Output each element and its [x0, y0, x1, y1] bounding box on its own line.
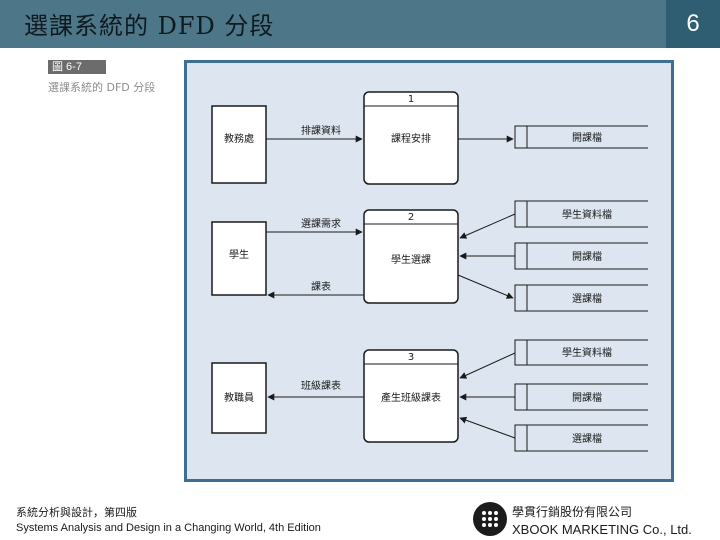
- process-2: 2 學生選課: [363, 209, 459, 304]
- svg-text:學生: 學生: [229, 248, 249, 261]
- svg-text:開課檔: 開課檔: [572, 131, 602, 144]
- process-name: 課程安排: [391, 132, 431, 145]
- header-bar: 選課系統的 DFD 分段 6: [0, 0, 720, 48]
- data-flow-timetable: 課表: [267, 280, 364, 299]
- process-name: 產生班級課表: [381, 391, 441, 404]
- svg-text:選課需求: 選課需求: [301, 217, 341, 230]
- data-flow-class-timetable: 班級課表: [267, 379, 364, 401]
- figure-caption: 選課系統的 DFD 分段: [48, 81, 156, 94]
- external-entity-faculty: 教職員: [211, 362, 267, 434]
- svg-text:選課檔: 選課檔: [572, 432, 602, 445]
- external-entity-student: 學生: [211, 221, 267, 296]
- data-store-enrollment: 選課檔: [514, 284, 648, 312]
- figure-label: 圖 6-7: [48, 60, 106, 74]
- data-flow-scheduling-data: 排課資料: [266, 124, 363, 143]
- footer-book-info: 系統分析與設計，第四版 Systems Analysis and Design …: [16, 504, 376, 534]
- company-name-cn: 學貫行銷股份有限公司: [512, 505, 633, 519]
- data-store-student-records: 學生資料檔: [514, 339, 648, 366]
- svg-text:教務處: 教務處: [224, 132, 254, 145]
- slide-title: 選課系統的 DFD 分段: [24, 12, 275, 40]
- data-flow-store-to-3: [459, 352, 516, 379]
- svg-text:開課檔: 開課檔: [572, 391, 602, 404]
- book-title-cn: 系統分析與設計，第四版: [16, 506, 137, 519]
- footer-publisher: 學貫行銷股份有限公司 XBOOK MARKETING Co., Ltd.: [512, 503, 716, 537]
- svg-text:開課檔: 開課檔: [572, 250, 602, 263]
- process-3: 3 產生班級課表: [363, 349, 459, 443]
- process-id: 1: [408, 94, 414, 105]
- data-store-student-records: 學生資料檔: [514, 200, 648, 228]
- external-entity-academic-office: 教務處: [211, 105, 267, 184]
- data-store-enrollment: 選課檔: [514, 424, 648, 452]
- process-name: 學生選課: [391, 253, 431, 266]
- dfd-figure: 教務處 1 課程安排 排課資料 開課檔 學生 2 學生選課: [184, 60, 674, 482]
- data-store-course-offering: 開課檔: [514, 242, 648, 270]
- data-flow-store-to-2: [459, 213, 516, 239]
- process-1: 1 課程安排: [363, 91, 459, 185]
- process-id: 2: [408, 212, 414, 223]
- svg-text:教職員: 教職員: [224, 391, 254, 404]
- svg-text:排課資料: 排課資料: [301, 124, 341, 137]
- book-title-en: Systems Analysis and Design in a Changin…: [16, 522, 321, 534]
- data-flow-course-request: 選課需求: [266, 217, 363, 236]
- company-name-en: XBOOK MARKETING Co., Ltd.: [512, 522, 692, 537]
- data-store-course-offering: 開課檔: [514, 125, 648, 149]
- page-number: 6: [666, 0, 720, 48]
- data-flow-store-to-3: [459, 416, 516, 439]
- svg-text:學生資料檔: 學生資料檔: [562, 346, 612, 359]
- svg-text:選課檔: 選課檔: [572, 292, 602, 305]
- data-flow-2-to-store: [457, 274, 514, 299]
- process-id: 3: [408, 352, 414, 363]
- svg-text:班級課表: 班級課表: [301, 379, 341, 392]
- publisher-logo-icon: [473, 502, 507, 536]
- data-store-course-offering: 開課檔: [514, 383, 648, 411]
- svg-text:課表: 課表: [311, 280, 331, 293]
- svg-text:學生資料檔: 學生資料檔: [562, 208, 612, 221]
- dfd-diagram: 教務處 1 課程安排 排課資料 開課檔 學生 2 學生選課: [211, 91, 648, 452]
